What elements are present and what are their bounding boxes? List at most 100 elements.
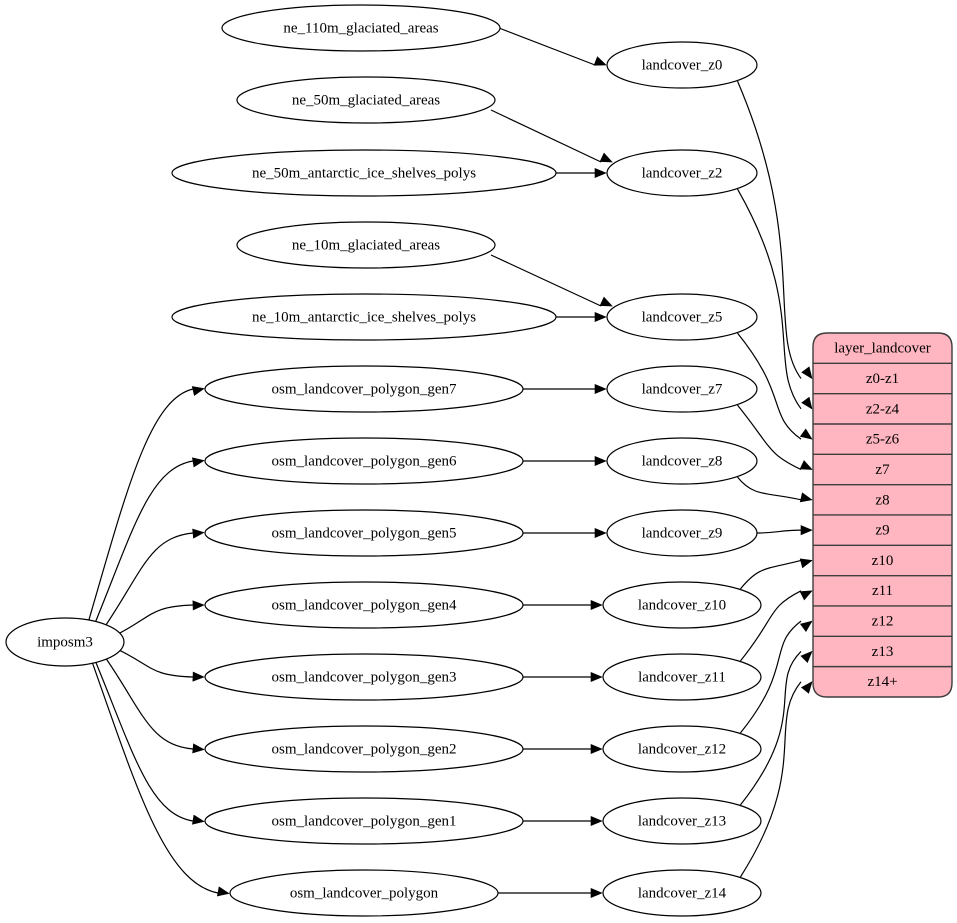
node-landcover_z7[interactable]: landcover_z7 <box>606 365 758 413</box>
edge-imposm3-to-osm_landcover_polygon_gen2 <box>104 656 194 750</box>
node-label-landcover_z8: landcover_z8 <box>642 453 723 469</box>
landcover-view-ellipse-shape <box>602 725 762 773</box>
record-row-label-z9[interactable]: z9 <box>875 523 889 539</box>
node-label-landcover_z2: landcover_z2 <box>642 165 723 181</box>
edge-osm_landcover_polygon_gen5-to-landcover_z9-arrowhead <box>594 527 607 539</box>
node-ne_50m_glaciated_areas[interactable]: ne_50m_glaciated_areas <box>236 76 496 124</box>
node-landcover_z10[interactable]: landcover_z10 <box>602 581 762 629</box>
node-label-ne_110m_glaciated_areas: ne_110m_glaciated_areas <box>283 20 438 36</box>
node-imposm3[interactable]: imposm3 <box>5 617 125 667</box>
node-landcover_z0[interactable]: landcover_z0 <box>606 41 758 89</box>
edge-landcover_z10-to-record-row-6 <box>739 559 802 590</box>
osm-table-ellipse-shape <box>204 365 524 413</box>
node-label-osm_landcover_polygon_gen1: osm_landcover_polygon_gen1 <box>272 813 457 829</box>
edge-landcover_z9-to-record-row-5-arrowhead <box>800 525 813 536</box>
node-ne_10m_glaciated_areas[interactable]: ne_10m_glaciated_areas <box>236 221 496 269</box>
edge-imposm3-to-osm_landcover_polygon-arrowhead <box>216 886 230 897</box>
node-label-osm_landcover_polygon_gen3: osm_landcover_polygon_gen3 <box>272 669 457 685</box>
ne-source-ellipse-shape <box>236 76 496 124</box>
node-osm_landcover_polygon[interactable]: osm_landcover_polygon <box>229 869 499 917</box>
edge-landcover_z9-to-record-row-5 <box>756 529 802 534</box>
edge-ne_10m_glaciated_areas-to-landcover_z5 <box>490 254 602 307</box>
record-row-label-z11[interactable]: z11 <box>872 583 893 599</box>
node-osm_landcover_polygon_gen2[interactable]: osm_landcover_polygon_gen2 <box>204 725 524 773</box>
landcover-view-ellipse-shape <box>606 41 758 89</box>
edge-landcover_z14-to-record-row-10 <box>739 681 802 878</box>
node-label-landcover_z12: landcover_z12 <box>638 741 726 757</box>
node-osm_landcover_polygon_gen5[interactable]: osm_landcover_polygon_gen5 <box>204 509 524 557</box>
node-osm_landcover_polygon_gen6[interactable]: osm_landcover_polygon_gen6 <box>204 437 524 485</box>
edge-osm_landcover_polygon-to-landcover_z14-arrowhead <box>590 887 603 899</box>
node-label-ne_50m_glaciated_areas: ne_50m_glaciated_areas <box>292 92 440 108</box>
node-label-osm_landcover_polygon_gen5: osm_landcover_polygon_gen5 <box>272 525 457 541</box>
node-ne_10m_antarctic_ice_shelves_polys[interactable]: ne_10m_antarctic_ice_shelves_polys <box>171 293 557 341</box>
edge-ne_10m_antarctic_ice_shelves_polys-to-landcover_z5-arrowhead <box>594 311 607 323</box>
node-osm_landcover_polygon_gen4[interactable]: osm_landcover_polygon_gen4 <box>204 581 524 629</box>
edge-landcover_z0-to-record-row-0 <box>736 80 802 379</box>
node-osm_landcover_polygon_gen3[interactable]: osm_landcover_polygon_gen3 <box>204 653 524 701</box>
edge-landcover_z12-to-record-row-8 <box>739 620 802 734</box>
edge-landcover_z13-to-record-row-9 <box>739 651 802 806</box>
node-landcover_z2[interactable]: landcover_z2 <box>606 149 758 197</box>
record-row-label-z13[interactable]: z13 <box>872 644 894 660</box>
osm-table-ellipse-shape <box>204 437 524 485</box>
node-landcover_z8[interactable]: landcover_z8 <box>606 437 758 485</box>
osm-table-ellipse-shape <box>229 869 499 917</box>
record-row-label-z5-z6[interactable]: z5-z6 <box>866 432 900 448</box>
node-ne_110m_glaciated_areas[interactable]: ne_110m_glaciated_areas <box>221 4 501 52</box>
landcover-view-ellipse-shape <box>602 581 762 629</box>
record-row-label-z2-z4[interactable]: z2-z4 <box>866 401 900 417</box>
node-ne_50m_antarctic_ice_shelves_polys[interactable]: ne_50m_antarctic_ice_shelves_polys <box>171 149 557 197</box>
edge-imposm3-to-osm_landcover_polygon_gen2-arrowhead <box>192 743 205 754</box>
record-row-label-z14+[interactable]: z14+ <box>867 674 897 690</box>
node-landcover_z11[interactable]: landcover_z11 <box>602 653 762 701</box>
edge-imposm3-to-osm_landcover_polygon_gen6 <box>94 460 194 624</box>
node-label-ne_10m_antarctic_ice_shelves_polys: ne_10m_antarctic_ice_shelves_polys <box>252 309 476 325</box>
node-label-ne_50m_antarctic_ice_shelves_polys: ne_50m_antarctic_ice_shelves_polys <box>252 165 476 181</box>
edge-osm_landcover_polygon_gen7-to-landcover_z7-arrowhead <box>594 383 607 395</box>
node-landcover_z5[interactable]: landcover_z5 <box>606 293 758 341</box>
landcover-view-ellipse-shape <box>602 797 762 845</box>
record-row-label-z7[interactable]: z7 <box>875 462 890 478</box>
node-label-landcover_z11: landcover_z11 <box>638 669 726 685</box>
ne-source-ellipse-shape <box>171 149 557 197</box>
node-landcover_z9[interactable]: landcover_z9 <box>606 509 758 557</box>
ne-source-ellipse-shape <box>171 293 557 341</box>
node-landcover_z12[interactable]: landcover_z12 <box>602 725 762 773</box>
node-label-osm_landcover_polygon: osm_landcover_polygon <box>290 885 439 901</box>
edge-landcover_z8-to-record-row-4-arrowhead <box>799 492 813 503</box>
node-osm_landcover_polygon_gen1[interactable]: osm_landcover_polygon_gen1 <box>204 797 524 845</box>
edge-landcover_z5-to-record-row-2-arrowhead <box>799 428 813 440</box>
edge-imposm3-to-osm_landcover_polygon_gen4-arrowhead <box>192 600 205 611</box>
record-row-label-z8[interactable]: z8 <box>875 492 889 508</box>
osm-table-ellipse-shape <box>204 653 524 701</box>
record-row-label-z0-z1[interactable]: z0-z1 <box>866 371 899 387</box>
edge-landcover_z5-to-record-row-2 <box>737 332 802 440</box>
node-label-osm_landcover_polygon_gen6: osm_landcover_polygon_gen6 <box>272 453 457 469</box>
node-landcover_z13[interactable]: landcover_z13 <box>602 797 762 845</box>
node-label-imposm3: imposm3 <box>37 634 93 650</box>
landcover-view-ellipse-shape <box>602 653 762 701</box>
edge-imposm3-to-osm_landcover_polygon_gen3-arrowhead <box>192 671 205 682</box>
landcover-view-ellipse-shape <box>606 509 758 557</box>
osm-table-ellipse-shape <box>204 509 524 557</box>
edge-landcover_z13-to-record-row-9-arrowhead <box>800 650 813 664</box>
edge-landcover_z7-to-record-row-3 <box>737 404 802 471</box>
edge-landcover_z2-to-record-row-1-arrowhead <box>801 396 813 410</box>
edges-layer <box>87 27 813 899</box>
node-label-landcover_z10: landcover_z10 <box>638 597 726 613</box>
node-landcover_z14[interactable]: landcover_z14 <box>602 869 762 917</box>
edge-landcover_z10-to-record-row-6-arrowhead <box>799 558 813 569</box>
node-osm_landcover_polygon_gen7[interactable]: osm_landcover_polygon_gen7 <box>204 365 524 413</box>
record-node-layer-landcover[interactable]: layer_landcoverz0-z1z2-z4z5-z6z7z8z9z10z… <box>812 332 953 698</box>
record-row-label-z10[interactable]: z10 <box>872 553 894 569</box>
edge-landcover_z0-to-record-row-0-arrowhead <box>801 366 813 380</box>
edge-ne_50m_antarctic_ice_shelves_polys-to-landcover_z2-arrowhead <box>594 167 607 179</box>
edge-osm_landcover_polygon_gen1-to-landcover_z13-arrowhead <box>590 815 603 827</box>
landcover-view-ellipse-shape <box>606 149 758 197</box>
landcover-view-ellipse-shape <box>606 437 758 485</box>
record-row-label-z12[interactable]: z12 <box>872 614 894 630</box>
osm-table-ellipse-shape <box>204 581 524 629</box>
